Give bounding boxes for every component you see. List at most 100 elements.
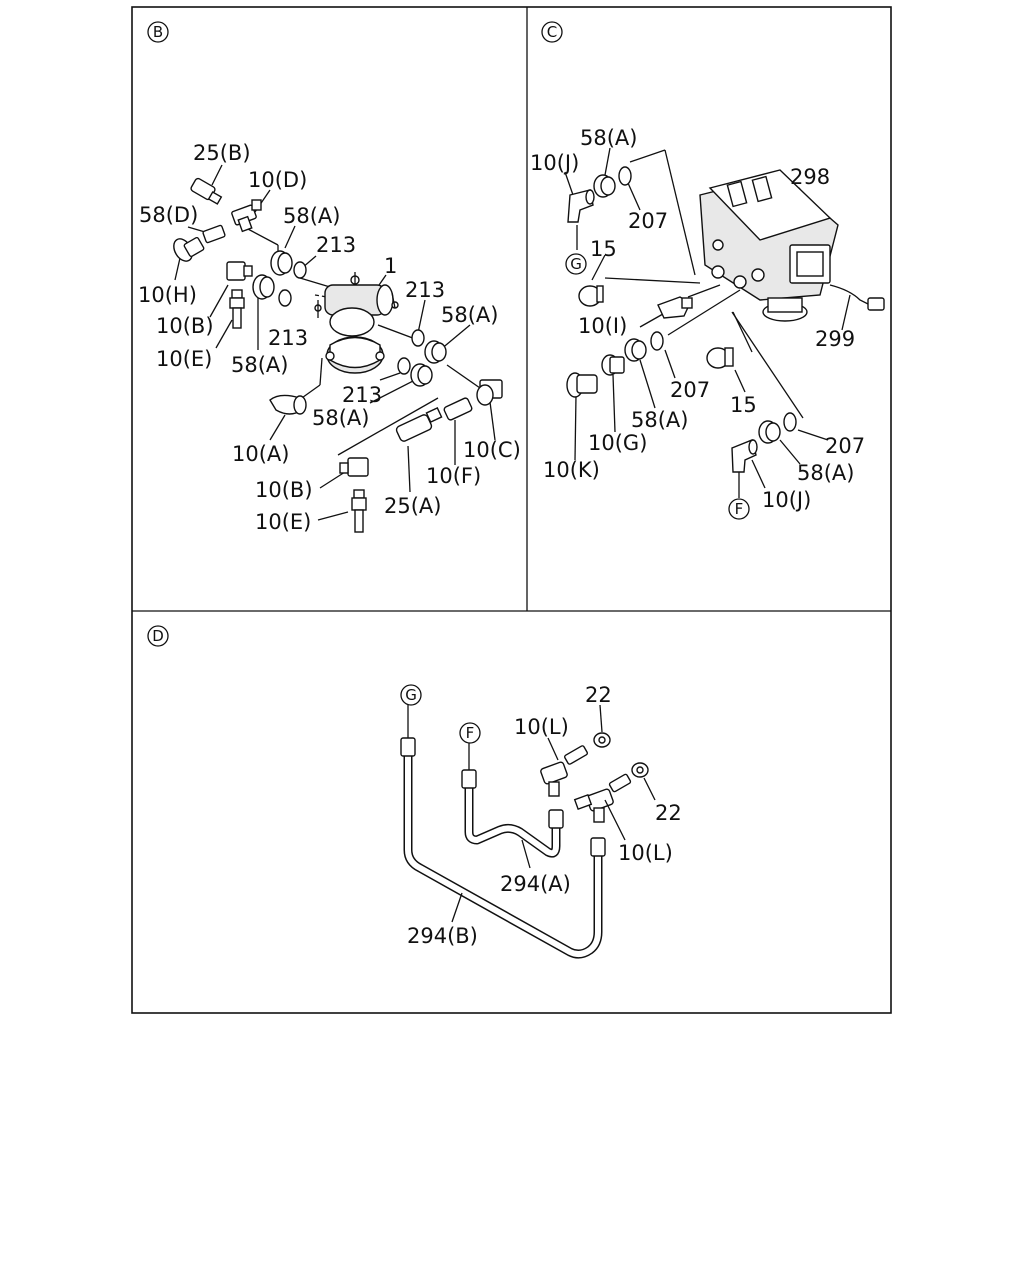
panel-d-marker-text: D: [152, 627, 164, 645]
ref-marker-g-d-text: G: [405, 686, 417, 704]
adapter-58a-right: [410, 340, 447, 387]
panel-b: B: [138, 21, 521, 534]
o-ring-207-mid: [650, 331, 664, 351]
label-1: 1: [384, 254, 397, 278]
panel-c-marker: C: [541, 21, 563, 43]
panel-d-leaders: [407, 704, 656, 923]
label-58a-c-lower: 58(A): [797, 461, 854, 485]
ref-marker-f-c: F: [728, 498, 750, 520]
label-10k: 10(K): [543, 458, 600, 482]
label-207-mid: 207: [670, 378, 710, 402]
label-22-lower: 22: [655, 801, 682, 825]
elbow-10i: [657, 296, 693, 319]
pipe-294a: [461, 769, 564, 858]
adapter-10g: [601, 354, 625, 376]
o-ring-213-right: [397, 329, 425, 375]
panel-b-marker: B: [147, 21, 169, 43]
union-10h: [173, 236, 205, 262]
tee-fitting-10l-lower: [573, 773, 632, 823]
label-10f: 10(F): [426, 464, 481, 488]
adapter-58d: [202, 224, 226, 244]
panel-d-marker: D: [147, 625, 169, 647]
ref-marker-f-c-text: F: [735, 500, 744, 518]
label-299: 299: [815, 327, 855, 351]
ref-marker-g-c-text: G: [570, 255, 582, 273]
label-207-lower: 207: [825, 434, 865, 458]
label-58a-c-upper: 58(A): [580, 126, 637, 150]
pressure-switch-25b: [190, 177, 223, 205]
elbow-10b-lower: [339, 457, 369, 477]
nut-22-upper: [593, 732, 611, 748]
union-10k: [566, 372, 598, 398]
label-15-lower: 15: [730, 393, 757, 417]
elbow-10j-upper: [567, 189, 595, 223]
diagram-frame: [131, 6, 892, 1014]
label-10j-lower: 10(J): [762, 488, 811, 512]
plug-15-lower: [706, 347, 734, 369]
modulator-298: [699, 169, 839, 322]
label-207-upper: 207: [628, 209, 668, 233]
label-298: 298: [790, 165, 830, 189]
nipple-10e-upper: [229, 289, 245, 329]
label-58d: 58(D): [139, 203, 198, 227]
union-10f: [443, 397, 473, 421]
elbow-10b-upper: [226, 261, 253, 281]
label-10d: 10(D): [248, 168, 307, 192]
label-58a-c-mid: 58(A): [631, 408, 688, 432]
adapter-58a-upper: [252, 250, 293, 300]
label-10c: 10(C): [463, 438, 521, 462]
elbow-10j-lower: [731, 439, 758, 473]
label-10b-lower: 10(B): [255, 478, 313, 502]
pipe-294b: [400, 737, 606, 959]
label-294b: 294(B): [407, 924, 478, 948]
label-10l-upper: 10(L): [514, 715, 569, 739]
label-213-upper: 213: [316, 233, 356, 257]
label-10b-upper: 10(B): [156, 314, 214, 338]
label-58a-left: 58(A): [231, 353, 288, 377]
o-ring-207-lower: [783, 412, 797, 432]
panel-d: D: [147, 625, 682, 959]
panel-c-leaders: [564, 147, 851, 498]
elbow-10a: [269, 394, 307, 415]
label-10e-lower: 10(E): [255, 510, 311, 534]
pressure-switch-25a: [395, 407, 443, 442]
adapter-58a-c-upper: [593, 174, 616, 198]
label-10i: 10(I): [578, 314, 627, 338]
adapter-58a-c-mid: [624, 338, 647, 362]
elbow-10c: [476, 379, 503, 406]
label-213-lower: 213: [342, 383, 382, 407]
tee-fitting-10l-upper: [540, 745, 588, 797]
label-213-right: 213: [405, 278, 445, 302]
label-22-upper: 22: [585, 683, 612, 707]
panel-b-marker-text: B: [153, 23, 163, 41]
ref-marker-g-d: G: [400, 684, 422, 706]
ref-marker-g-c: G: [565, 253, 587, 275]
label-10l-lower: 10(L): [618, 841, 673, 865]
label-10h: 10(H): [138, 283, 197, 307]
label-10a: 10(A): [232, 442, 289, 466]
label-10e-upper: 10(E): [156, 347, 212, 371]
nipple-10e-lower: [351, 489, 367, 533]
label-213-left: 213: [268, 326, 308, 350]
adapter-58a-c-lower: [758, 420, 781, 444]
o-ring-207-upper: [618, 166, 632, 186]
label-58a-right: 58(A): [441, 303, 498, 327]
label-10j-upper: 10(J): [530, 151, 579, 175]
plug-15-upper: [578, 285, 604, 307]
label-294a: 294(A): [500, 872, 571, 896]
o-ring-213-upper: [278, 261, 307, 307]
tee-fitting-10d: [231, 199, 262, 233]
valve-assembly-1: [314, 272, 399, 374]
label-25a: 25(A): [384, 494, 441, 518]
panel-c-marker-text: C: [547, 23, 557, 41]
harness-299: [829, 284, 885, 311]
ref-marker-f-d-text: F: [466, 724, 475, 742]
label-10g: 10(G): [588, 431, 647, 455]
panel-c: C: [530, 21, 885, 520]
ref-marker-f-d: F: [459, 722, 481, 744]
nut-22-lower: [631, 762, 649, 778]
label-58a-lower: 58(A): [312, 406, 369, 430]
label-58a-upper: 58(A): [283, 204, 340, 228]
label-25b: 25(B): [193, 141, 251, 165]
